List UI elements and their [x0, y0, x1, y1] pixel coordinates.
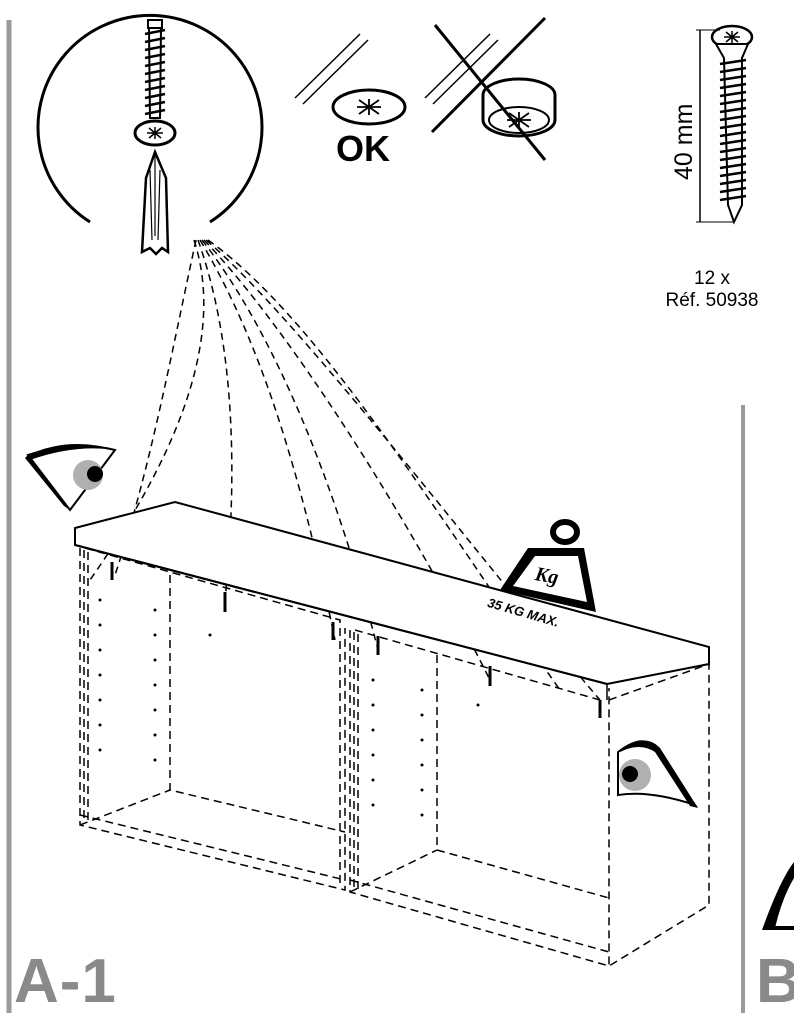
screw-quantity: 12 x — [694, 268, 730, 289]
eye-icon-partial — [762, 862, 794, 930]
weight-icon — [500, 519, 596, 612]
cabinet-assembly — [74, 500, 710, 967]
spec-screw-icon — [696, 24, 754, 225]
eye-icon-right — [617, 740, 698, 808]
screw-length-label: 40 mm — [670, 103, 698, 180]
step-label-current: A-1 — [14, 947, 117, 1016]
cross-out-mark — [433, 24, 547, 161]
weight-symbol: Kg — [533, 563, 561, 589]
detail-circle — [36, 13, 264, 224]
raised-screw-head-icon — [424, 16, 557, 161]
step-label-next: B — [756, 951, 794, 1013]
flush-screw-head-icon — [294, 33, 407, 126]
ok-label: OK — [336, 128, 390, 169]
screw-reference: Réf. 50938 — [665, 290, 759, 311]
screw-icon — [133, 19, 177, 147]
eye-icon — [25, 444, 117, 512]
screwdriver-icon — [140, 148, 170, 256]
